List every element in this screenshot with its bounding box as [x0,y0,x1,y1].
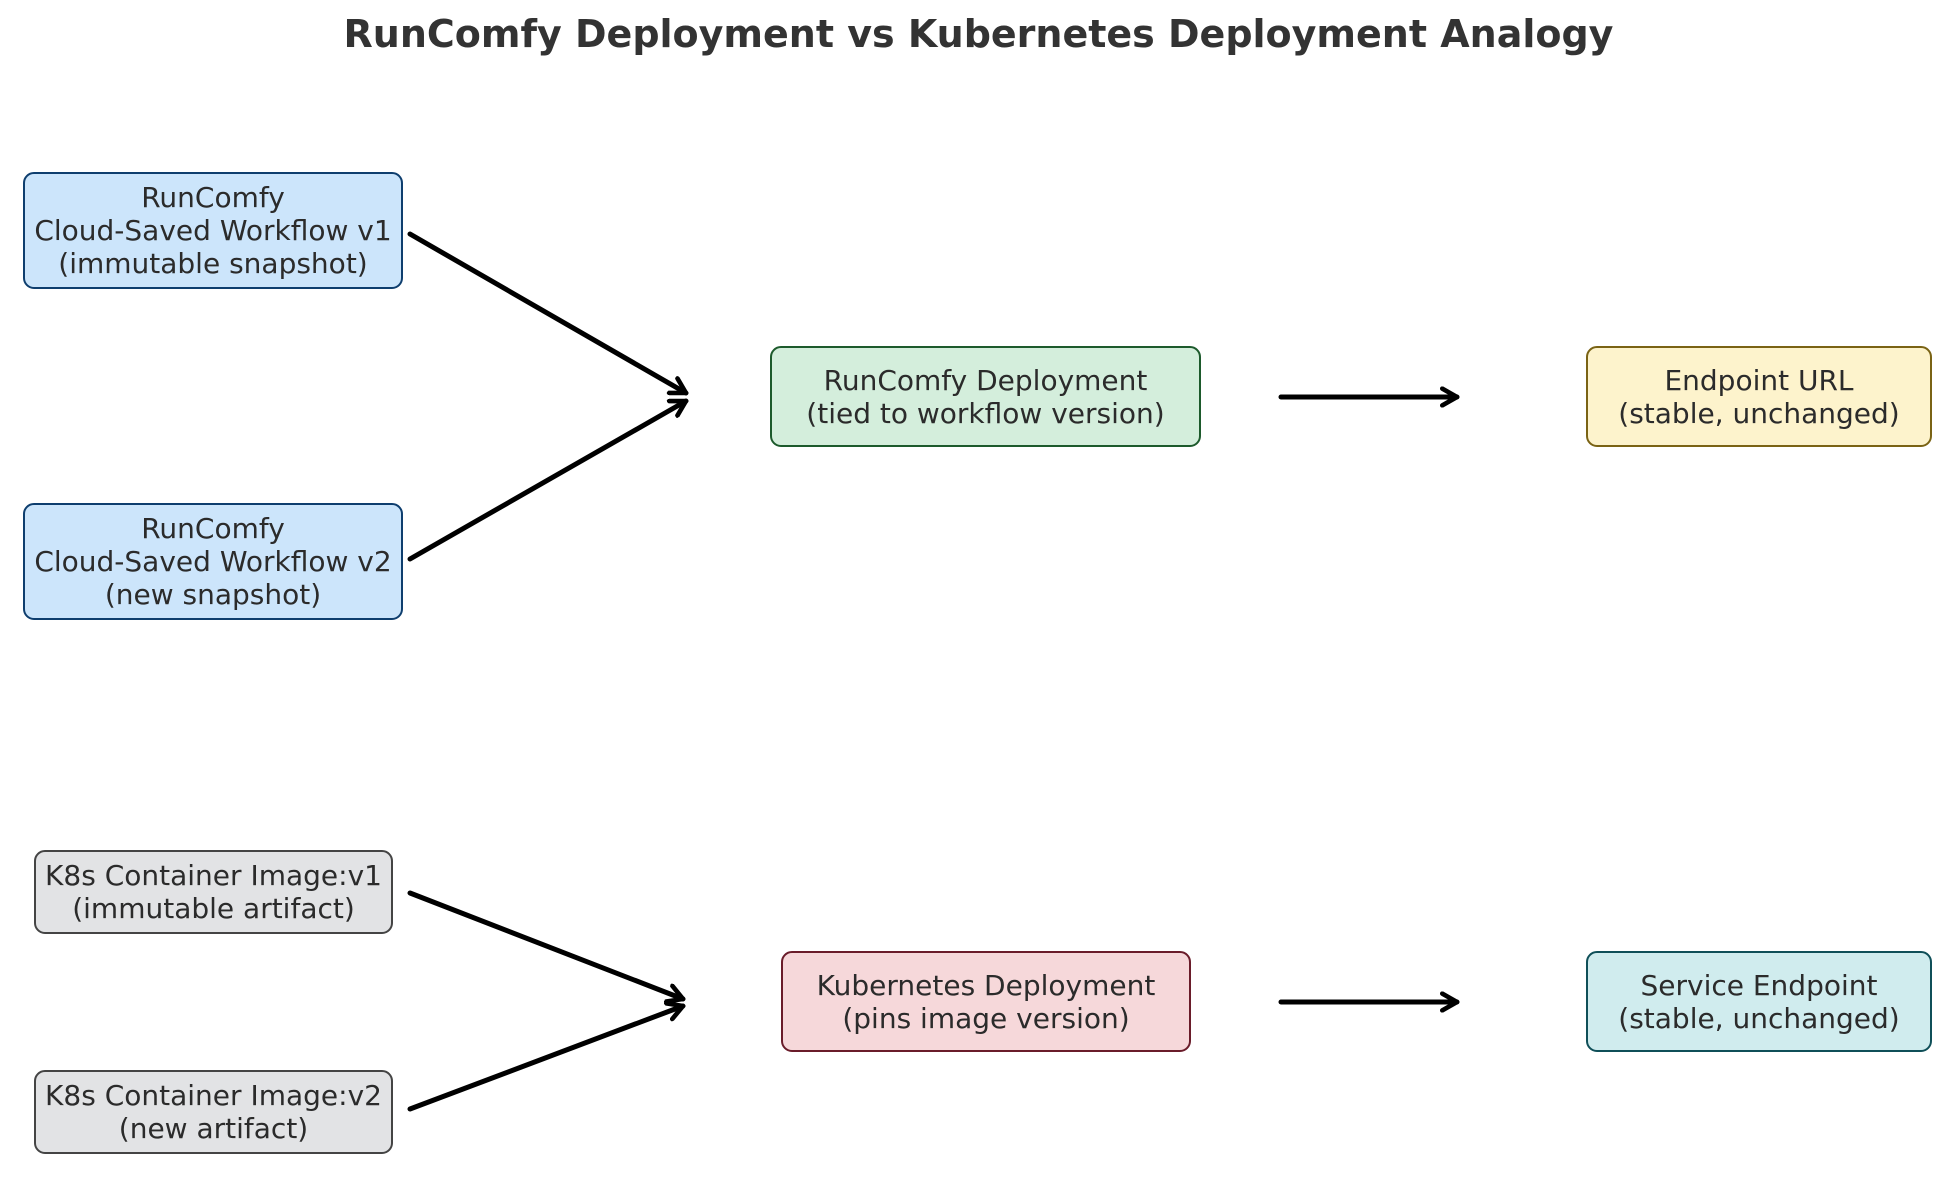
node-line: RunComfy Deployment [823,363,1148,397]
node-runcomfy-workflow-v2: RunComfy Cloud-Saved Workflow v2 (new sn… [23,503,403,620]
node-line: Cloud-Saved Workflow v1 [34,214,392,247]
node-runcomfy-workflow-v1: RunComfy Cloud-Saved Workflow v1 (immuta… [23,172,403,289]
node-line: (new snapshot) [104,578,322,611]
node-line: Cloud-Saved Workflow v2 [34,545,392,578]
arrow-rc-v2-to-deployment [407,398,689,562]
node-line: RunComfy [141,512,285,545]
node-line: (new artifact) [118,1112,309,1145]
arrow-rc-v1-to-deployment [407,231,689,396]
node-line: K8s Container Image:v1 [45,859,382,892]
diagram-title: RunComfy Deployment vs Kubernetes Deploy… [343,12,1614,56]
node-endpoint-url: Endpoint URL (stable, unchanged) [1586,346,1932,447]
node-line: (stable, unchanged) [1618,396,1900,430]
node-line: (tied to workflow version) [806,396,1165,430]
node-service-endpoint: Service Endpoint (stable, unchanged) [1586,951,1932,1052]
node-k8s-image-v1: K8s Container Image:v1 (immutable artifa… [34,850,393,934]
node-k8s-image-v2: K8s Container Image:v2 (new artifact) [34,1070,393,1154]
arrow-k8s-v2-to-deployment [407,1006,686,1112]
node-kubernetes-deployment: Kubernetes Deployment (pins image versio… [781,951,1191,1052]
node-line: Endpoint URL [1664,363,1854,397]
node-line: (immutable artifact) [72,892,355,925]
node-runcomfy-deployment: RunComfy Deployment (tied to workflow ve… [770,346,1201,447]
node-line: RunComfy [141,181,285,214]
arrow-k8s-v1-to-deployment [407,890,686,999]
node-line: (pins image version) [842,1001,1130,1035]
node-line: Service Endpoint [1640,968,1878,1002]
node-line: K8s Container Image:v2 [45,1079,382,1112]
node-line: (stable, unchanged) [1618,1001,1900,1035]
node-line: (immutable snapshot) [58,247,368,280]
node-line: Kubernetes Deployment [816,968,1156,1002]
